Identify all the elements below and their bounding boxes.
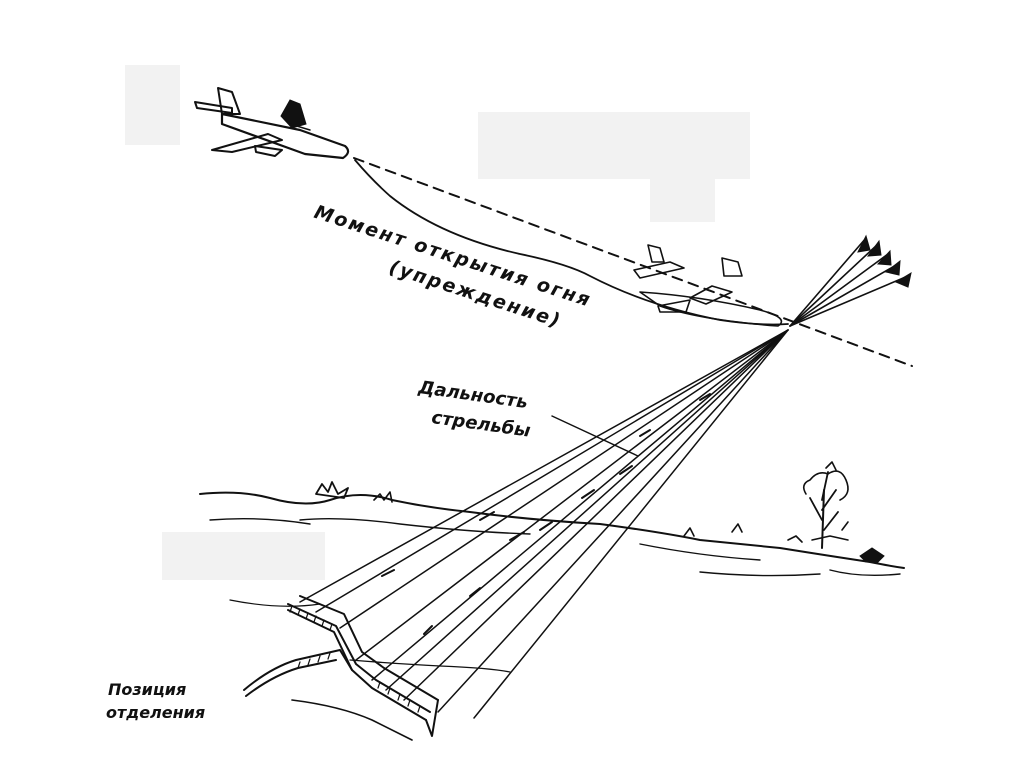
aircraft-flight-path <box>353 157 913 367</box>
terrain-hatch <box>699 571 821 577</box>
terrain-hatch <box>829 569 901 577</box>
aircraft-icon <box>194 87 350 160</box>
label-squad: отделения <box>106 703 206 722</box>
blank-patch <box>162 532 325 580</box>
blank-patch <box>125 65 180 145</box>
bush-icon <box>315 481 885 563</box>
horizon-line <box>199 491 905 569</box>
blank-patch <box>478 112 750 179</box>
target-aircraft-icon <box>633 244 783 327</box>
trench <box>243 595 511 741</box>
terrain-hatch <box>209 517 311 525</box>
fire-sheaf <box>299 329 789 719</box>
range-leader-line <box>551 415 639 457</box>
blank-patch <box>650 179 715 222</box>
terrain-hatch <box>229 599 321 607</box>
terrain-hatch <box>639 543 761 561</box>
trajectory-arrows <box>789 234 912 327</box>
tree-icon <box>802 461 849 549</box>
terrain-hatch <box>299 517 531 535</box>
tracer-dashes <box>381 393 711 635</box>
label-position: Позиция <box>108 680 187 699</box>
